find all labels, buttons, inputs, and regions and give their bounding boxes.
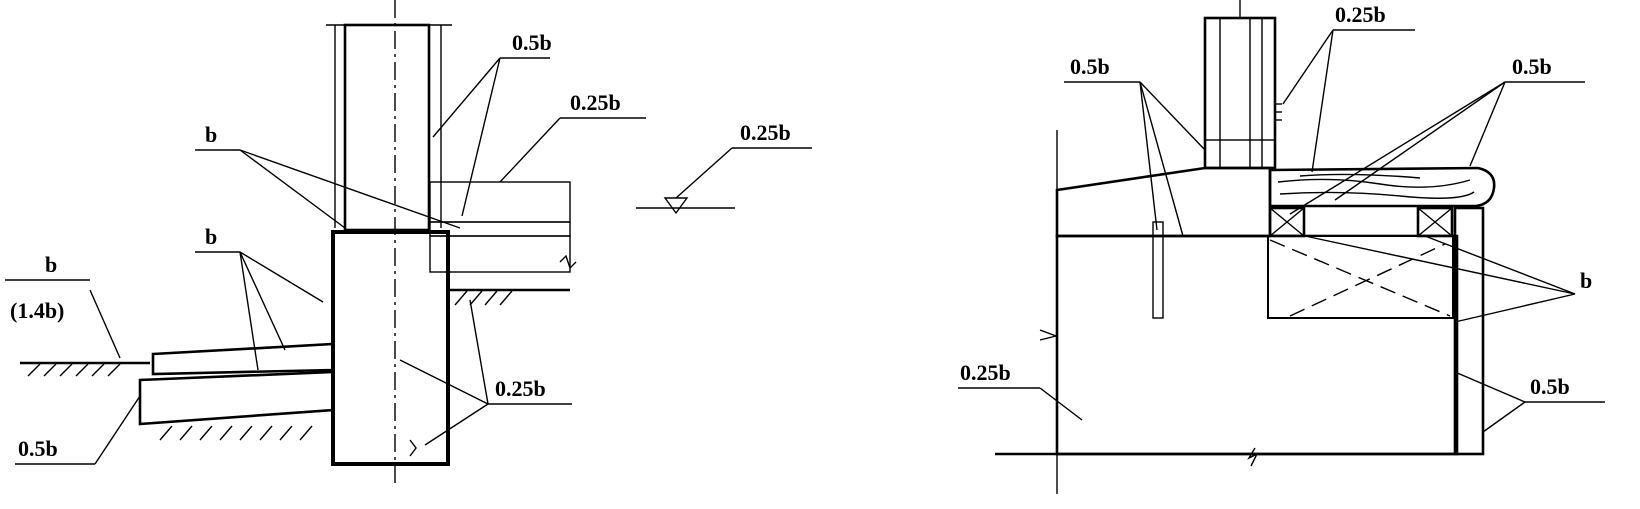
leader-left-bottom [1039, 387, 1083, 421]
plaster-strip [1453, 206, 1485, 456]
timber-beam [1268, 166, 1496, 208]
leader-b-right-b [1304, 235, 1576, 295]
bearing-left-diag-b [1269, 207, 1305, 237]
leader-right-group-a [1334, 81, 1506, 201]
label-right-group-0-5b: 0.5b [1512, 54, 1552, 79]
leader-0-25b-slab [499, 117, 561, 183]
leader-b-middle-a [239, 251, 324, 303]
floor-slab [429, 235, 571, 273]
leader-left-group-b [1139, 81, 1184, 237]
apron-slab [151, 342, 335, 376]
leader-column-top-a [1282, 29, 1334, 105]
leader-b-upper-b [239, 149, 461, 229]
leader-b-middle-b [239, 251, 286, 351]
right-detail [995, 0, 1496, 494]
left-break-mark [1039, 329, 1059, 341]
leader-right-group-b [1289, 81, 1506, 215]
wood-grain [1277, 173, 1475, 199]
column-base-grout [1204, 139, 1276, 169]
level-symbol: 0.25b [636, 120, 812, 215]
leader-bottom-right-a [1454, 371, 1526, 403]
leader-foundation-a [469, 299, 489, 405]
label-apron-0-5b: 0.5b [18, 436, 58, 461]
leader-b-upper-a [239, 149, 346, 229]
label-left-bottom-0-25b: 0.25b [960, 360, 1011, 385]
ground-hatch-right [454, 290, 513, 306]
right-annotations: 0.25b 0.5b 0.5b b 0.5b 0.25b [958, 2, 1605, 433]
leader-column-top-b [1311, 29, 1334, 173]
foundation-section [331, 230, 450, 466]
leader-0-5b-top-b [461, 57, 501, 217]
label-left-group-0-5b: 0.5b [1070, 54, 1110, 79]
label-ground-alt-1-4b: (1.4b) [10, 298, 64, 323]
foundation-break-mark [409, 439, 417, 457]
label-wall-top-0-5b: 0.5b [512, 30, 552, 55]
label-level-0-25b: 0.25b [740, 120, 791, 145]
leader-right-group-c [1469, 81, 1506, 167]
ground-hatch-under-apron [159, 425, 313, 441]
bearing-right-diag-b [1417, 207, 1453, 237]
label-b-middle: b [205, 224, 217, 249]
anchor-bolt [1152, 221, 1164, 319]
floor-layer-upper [429, 181, 571, 223]
leader-b-right-a [1424, 235, 1576, 295]
left-detail [20, 0, 577, 488]
slab-break-mark [559, 254, 577, 270]
ground-hatch-left [27, 363, 121, 377]
level-leader [675, 147, 733, 199]
label-foundation-0-25b: 0.25b [495, 376, 546, 401]
apron-cushion [138, 370, 335, 426]
leader-bottom-right-b [1482, 401, 1526, 433]
leader-0-5b-top-a [432, 57, 501, 138]
base-break-mark [1247, 447, 1259, 467]
label-ground-b: b [45, 252, 57, 277]
leader-apron [94, 395, 141, 465]
leader-left-group-c [1139, 81, 1158, 231]
hidden-line-a [1269, 239, 1451, 317]
leader-foundation-c [424, 403, 489, 446]
leader-foundation-b [399, 359, 489, 405]
column [1203, 16, 1277, 170]
leader-b-right-c [1454, 293, 1576, 323]
leader-ground-b [89, 289, 121, 359]
label-bottom-right-0-5b: 0.5b [1530, 374, 1570, 399]
label-b-right: b [1580, 268, 1592, 293]
left-annotations: 0.5b 0.25b b b b (1.4b) 0.5b 0.25b [5, 30, 646, 465]
label-b-upper: b [205, 122, 217, 147]
bearing-block-left [1268, 206, 1306, 238]
label-column-top-0-25b: 0.25b [1335, 2, 1386, 27]
bearing-block-right [1416, 206, 1454, 238]
leader-left-group-a [1139, 81, 1206, 151]
leader-b-middle-c [239, 251, 259, 371]
level-triangle [663, 197, 689, 215]
beam-cutout [1267, 235, 1454, 319]
label-slab-0-25b: 0.25b [570, 90, 621, 115]
upper-wall-section [343, 23, 431, 232]
hidden-line-b [1289, 243, 1446, 317]
